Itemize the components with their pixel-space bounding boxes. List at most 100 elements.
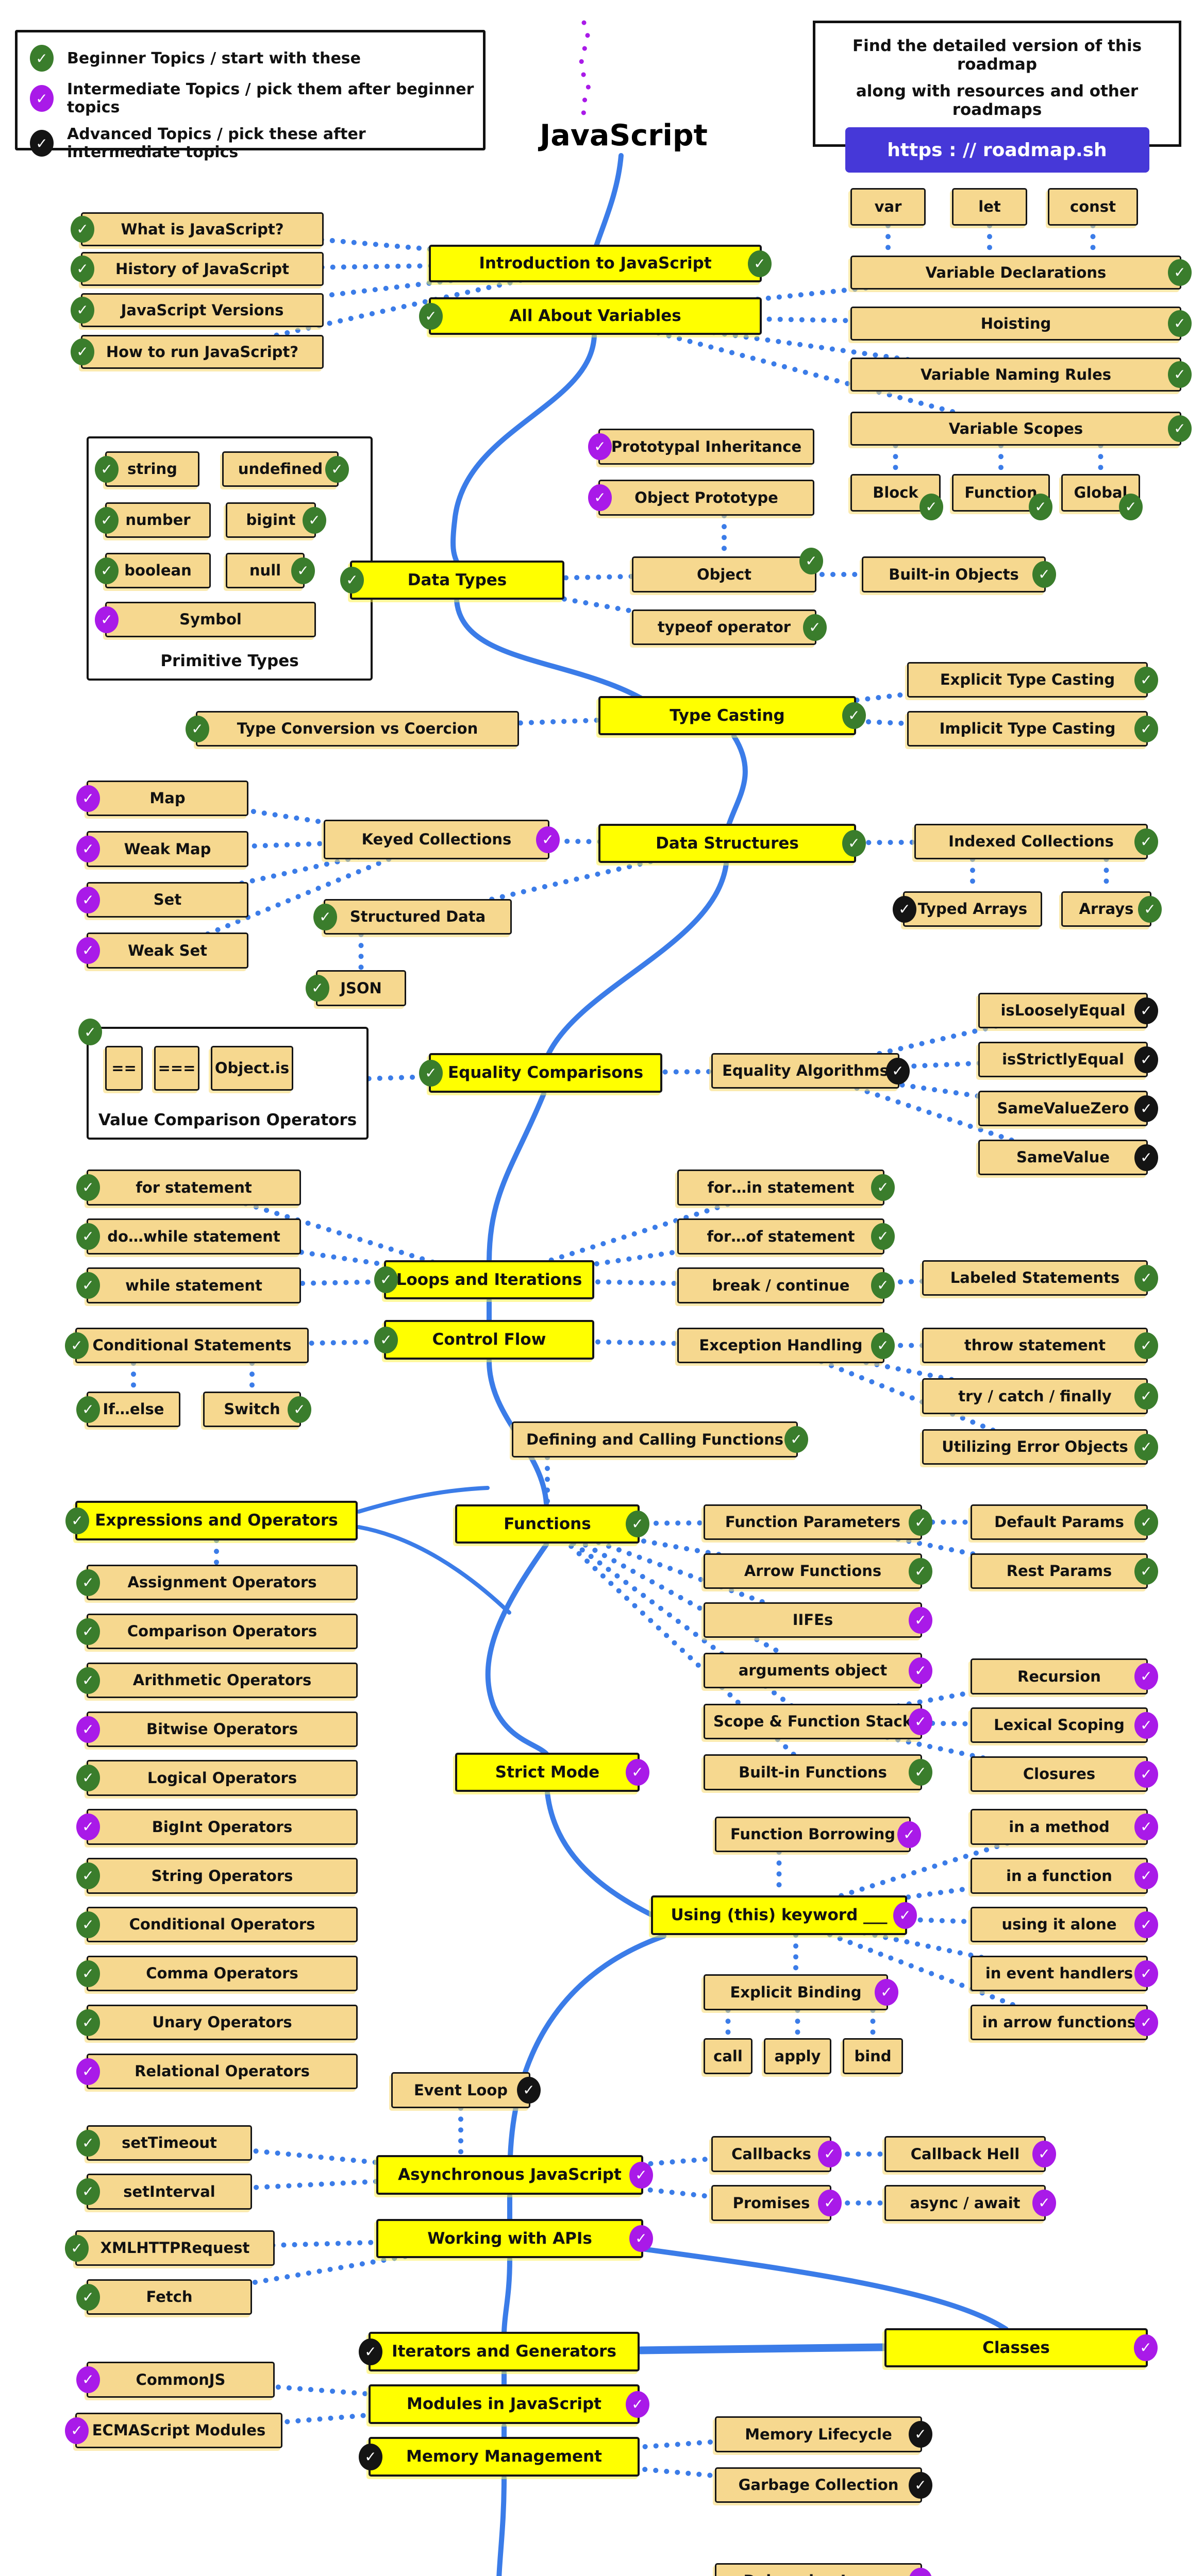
node-classes[interactable]: Classes✓ xyxy=(884,2328,1158,2367)
node-modules[interactable]: Modules in JavaScript✓ xyxy=(369,2384,649,2424)
node-dataStructures[interactable]: Data Structures✓ xyxy=(598,824,866,863)
node-weakSet[interactable]: Weak Set✓ xyxy=(76,933,248,969)
node-sameValueZero[interactable]: SameValueZero✓ xyxy=(978,1091,1158,1126)
node-indexedColl[interactable]: Indexed Collections✓ xyxy=(914,824,1158,859)
node-objectIs[interactable]: Object.is xyxy=(211,1046,293,1091)
node-arithOps[interactable]: Arithmetic Operators✓ xyxy=(76,1663,358,1698)
node-funcScope[interactable]: Function✓ xyxy=(952,474,1052,520)
node-condStmts[interactable]: Conditional Statements✓ xyxy=(65,1328,309,1363)
node-null[interactable]: null✓ xyxy=(226,553,315,588)
node-call[interactable]: call xyxy=(704,2038,752,2074)
node-scopeStack[interactable]: Scope & Function Stack✓ xyxy=(704,1704,932,1739)
node-string[interactable]: string✓ xyxy=(95,451,199,487)
node-allVars[interactable]: All About Variables✓ xyxy=(419,297,762,335)
node-controlFlow[interactable]: Control Flow✓ xyxy=(374,1320,594,1360)
node-typedArrays[interactable]: Typed Arrays✓ xyxy=(893,891,1042,927)
node-builtinFuncs[interactable]: Built-in Functions✓ xyxy=(704,1754,932,1790)
node-global[interactable]: Global✓ xyxy=(1061,474,1143,520)
node-asyncJs[interactable]: Asynchronous JavaScript✓ xyxy=(376,2155,653,2195)
node-var[interactable]: var xyxy=(850,188,926,226)
node-eqAlgorithms[interactable]: Equality Algorithms✓ xyxy=(711,1053,910,1089)
node-typeCasting[interactable]: Type Casting✓ xyxy=(598,696,866,735)
node-breakCont[interactable]: break / continue✓ xyxy=(677,1267,895,1303)
node-assignOps[interactable]: Assignment Operators✓ xyxy=(76,1565,358,1600)
node-bitwiseOps[interactable]: Bitwise Operators✓ xyxy=(76,1711,358,1747)
node-throwStmt[interactable]: throw statement✓ xyxy=(922,1328,1158,1363)
node-callbackHell[interactable]: Callback Hell✓ xyxy=(884,2136,1056,2172)
node-inEventHandlers[interactable]: in event handlers✓ xyxy=(971,1956,1158,1991)
node-inFunction[interactable]: in a function✓ xyxy=(971,1858,1158,1894)
node-typeofOp[interactable]: typeof operator✓ xyxy=(632,609,827,645)
node-inArrowFuncs[interactable]: in arrow functions✓ xyxy=(971,2005,1158,2040)
node-json[interactable]: JSON✓ xyxy=(306,970,406,1006)
node-set[interactable]: Set✓ xyxy=(76,882,248,918)
node-lexScoping[interactable]: Lexical Scoping✓ xyxy=(971,1707,1158,1743)
node-object[interactable]: Object✓ xyxy=(632,548,823,592)
node-logicalOps[interactable]: Logical Operators✓ xyxy=(76,1760,358,1796)
node-dataTypes[interactable]: Data Types✓ xyxy=(340,561,564,600)
node-symbol[interactable]: Symbol✓ xyxy=(95,602,316,637)
node-forIn[interactable]: for…in statement✓ xyxy=(677,1170,895,1206)
node-garbageColl[interactable]: Garbage Collection✓ xyxy=(715,2467,932,2503)
node-block[interactable]: Block✓ xyxy=(850,474,943,520)
node-inMethod[interactable]: in a method✓ xyxy=(971,1809,1158,1845)
node-versions[interactable]: JavaScript Versions✓ xyxy=(71,293,324,327)
node-unaryOps[interactable]: Unary Operators✓ xyxy=(76,2005,358,2040)
node-undefined[interactable]: undefined✓ xyxy=(222,451,349,487)
node-howRun[interactable]: How to run JavaScript?✓ xyxy=(71,335,324,369)
node-restParams[interactable]: Rest Params✓ xyxy=(971,1553,1158,1589)
node-bigintOps[interactable]: BigInt Operators✓ xyxy=(76,1809,358,1845)
node-exprOps[interactable]: Expressions and Operators✓ xyxy=(65,1501,358,1540)
node-hoisting[interactable]: Hoisting✓ xyxy=(850,307,1192,341)
node-map[interactable]: Map✓ xyxy=(76,781,248,816)
node-bigint[interactable]: bigint✓ xyxy=(226,502,326,538)
node-keyedColl[interactable]: Keyed Collections✓ xyxy=(324,820,560,859)
node-typeConv[interactable]: Type Conversion vs Coercion✓ xyxy=(186,711,519,747)
node-boolean[interactable]: boolean✓ xyxy=(95,553,211,588)
node-closures[interactable]: Closures✓ xyxy=(971,1756,1158,1792)
node-apply[interactable]: apply xyxy=(764,2038,831,2074)
node-forOf[interactable]: for…of statement✓ xyxy=(677,1218,895,1255)
node-recursion[interactable]: Recursion✓ xyxy=(971,1658,1158,1694)
node-commonJs[interactable]: CommonJS✓ xyxy=(76,2362,275,2398)
node-const[interactable]: const xyxy=(1048,188,1138,226)
node-usingAlone[interactable]: using it alone✓ xyxy=(971,1907,1158,1942)
node-definingFuncs[interactable]: Defining and Calling Functions✓ xyxy=(512,1421,808,1458)
node-scopes[interactable]: Variable Scopes✓ xyxy=(850,412,1192,446)
node-structData[interactable]: Structured Data✓ xyxy=(313,899,512,935)
node-whileStmt[interactable]: while statement✓ xyxy=(76,1267,301,1303)
node-errObjects[interactable]: Utilizing Error Objects✓ xyxy=(922,1429,1158,1465)
node-eventLoop[interactable]: Event Loop✓ xyxy=(391,2072,541,2108)
node-forStmt[interactable]: for statement✓ xyxy=(76,1170,301,1206)
node-funcParams[interactable]: Function Parameters✓ xyxy=(704,1504,932,1540)
node-iifes[interactable]: IIFEs✓ xyxy=(704,1602,932,1638)
node-builtinObjects[interactable]: Built-in Objects✓ xyxy=(862,556,1056,592)
node-memLifecycle[interactable]: Memory Lifecycle✓ xyxy=(715,2416,932,2452)
node-implicitCast[interactable]: Implicit Type Casting✓ xyxy=(907,711,1158,747)
node-eqeqeq[interactable]: === xyxy=(154,1046,199,1091)
node-sameValue[interactable]: SameValue✓ xyxy=(978,1140,1158,1175)
node-intro[interactable]: Introduction to JavaScript✓ xyxy=(429,245,772,282)
node-naming[interactable]: Variable Naming Rules✓ xyxy=(850,358,1192,392)
node-let[interactable]: let xyxy=(952,188,1027,226)
node-whatIs[interactable]: What is JavaScript?✓ xyxy=(71,212,324,246)
node-debugIssues[interactable]: Debugging Issues✓ xyxy=(715,2563,932,2576)
node-setInterval[interactable]: setInterval✓ xyxy=(76,2174,252,2210)
node-functions[interactable]: Functions✓ xyxy=(455,1504,649,1544)
node-explicitBinding[interactable]: Explicit Binding✓ xyxy=(704,1974,898,2010)
node-doWhile[interactable]: do…while statement✓ xyxy=(76,1218,301,1255)
node-protoInherit[interactable]: Prototypal Inheritance✓ xyxy=(588,429,814,465)
node-defaultParams[interactable]: Default Params✓ xyxy=(971,1504,1158,1540)
node-stringOps[interactable]: String Operators✓ xyxy=(76,1858,358,1894)
node-callbacks[interactable]: Callbacks✓ xyxy=(711,2136,842,2172)
node-excHandling[interactable]: Exception Handling✓ xyxy=(677,1328,895,1363)
node-bind[interactable]: bind xyxy=(843,2038,903,2074)
node-relOps[interactable]: Relational Operators✓ xyxy=(76,2054,358,2089)
node-commaOps[interactable]: Comma Operators✓ xyxy=(76,1956,358,1991)
node-tryCatch[interactable]: try / catch / finally✓ xyxy=(922,1378,1158,1414)
node-ifElse[interactable]: If…else✓ xyxy=(76,1392,180,1427)
node-labeled[interactable]: Labeled Statements✓ xyxy=(922,1260,1158,1296)
node-strictMode[interactable]: Strict Mode✓ xyxy=(455,1753,649,1792)
node-arrowFuncs[interactable]: Arrow Functions✓ xyxy=(704,1553,932,1589)
node-setTimeout[interactable]: setTimeout✓ xyxy=(76,2125,252,2161)
